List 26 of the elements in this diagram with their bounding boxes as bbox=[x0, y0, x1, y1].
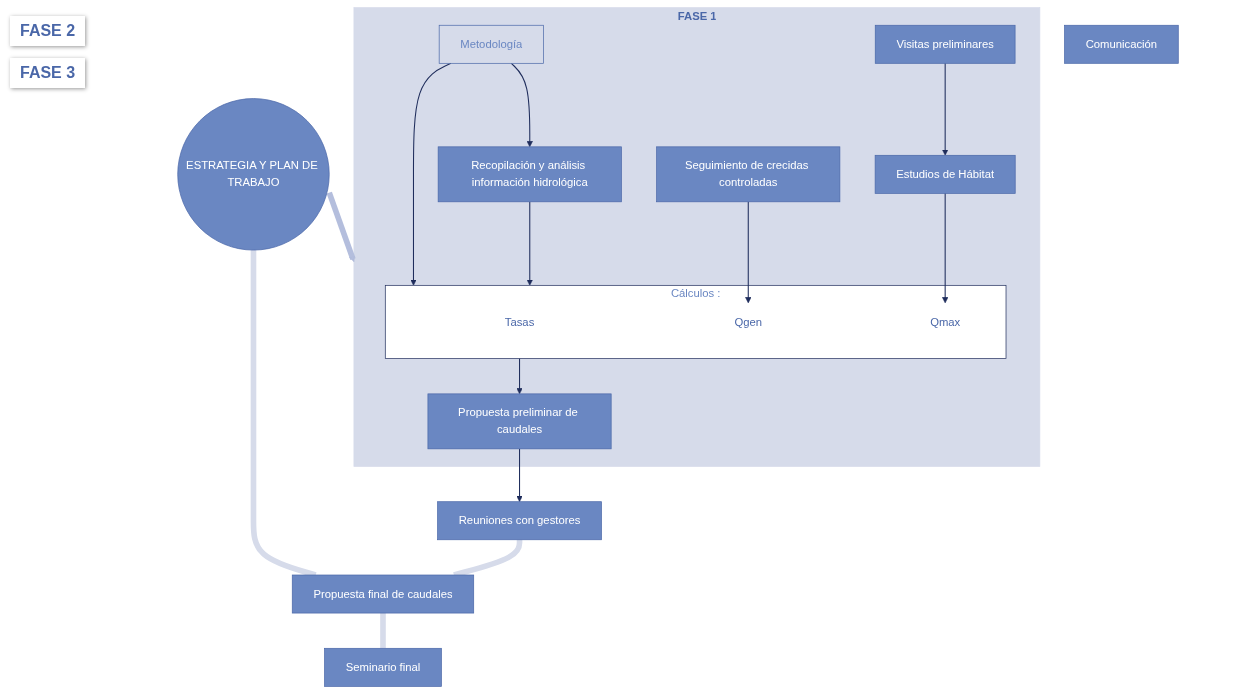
node-text: Tasas bbox=[504, 315, 535, 328]
arrow bbox=[516, 448, 523, 502]
node-box: Reuniones con gestores bbox=[437, 501, 602, 541]
node-box: Recopilación y análisis información hidrológica bbox=[437, 146, 622, 203]
node-text: Qgen bbox=[734, 315, 763, 328]
arrow bbox=[516, 358, 523, 395]
node-box: Propuesta final de caudales bbox=[291, 574, 475, 614]
node-circle: ESTRATEGIA Y PLAN DE TRABAJO bbox=[177, 98, 330, 251]
node-box: Visitas preliminares bbox=[874, 24, 1016, 64]
node-box: Metodología bbox=[438, 24, 544, 64]
arrow bbox=[942, 192, 949, 304]
arrow bbox=[745, 201, 752, 304]
node-box: Propuesta preliminar de caudales bbox=[427, 393, 612, 450]
phase-label: FASE 3 bbox=[10, 58, 86, 88]
phase-label: FASE 2 bbox=[10, 16, 86, 46]
arrow bbox=[326, 191, 356, 262]
arrow bbox=[410, 62, 452, 286]
arrow bbox=[526, 201, 533, 286]
node-box: Estudios de Hábitat bbox=[874, 154, 1016, 194]
node-text: Qmax bbox=[930, 315, 961, 328]
node-box: Seminario final bbox=[324, 647, 442, 687]
node-box: Comunicación bbox=[1064, 24, 1179, 64]
connector bbox=[380, 613, 386, 649]
node-box: Seguimiento de crecidas controladas bbox=[656, 146, 841, 203]
arrow bbox=[510, 62, 533, 148]
arrow bbox=[942, 62, 949, 156]
